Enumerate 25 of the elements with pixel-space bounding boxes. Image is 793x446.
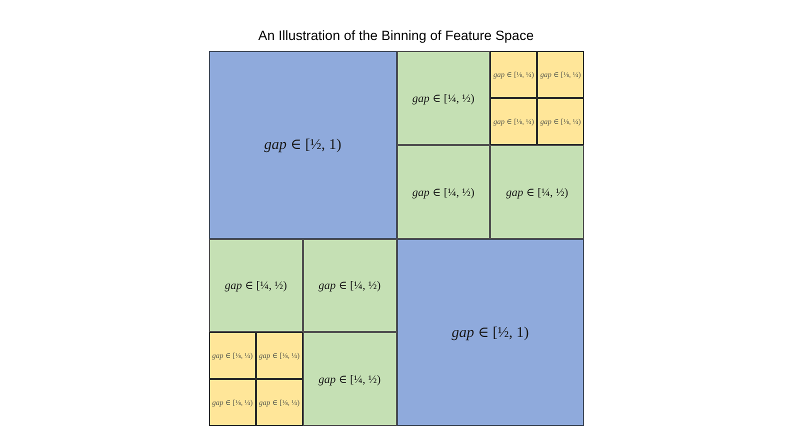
range-label: gap ∈ [¼, ½)	[318, 279, 381, 292]
bin-cell	[490, 98, 538, 145]
bin-cell	[209, 238, 303, 332]
range-label: gap ∈ [½, 1)	[452, 324, 529, 342]
bin-cell	[396, 238, 584, 426]
bin-cell	[490, 51, 538, 98]
diagram-title: An Illustration of the Binning of Feature Space	[257, 28, 535, 43]
bin-cell	[256, 332, 303, 380]
bin-cell	[537, 98, 584, 145]
bin-cell	[302, 332, 396, 426]
bin-cell	[396, 144, 490, 238]
bin-cell	[302, 238, 396, 332]
bin-cell	[490, 144, 584, 238]
range-label: gap ∈ [¼, ½)	[412, 92, 474, 105]
bin-cell	[396, 51, 490, 145]
bin-cell	[209, 379, 256, 426]
range-label: gap ∈ [¼, ½)	[506, 186, 568, 199]
bin-cell	[209, 51, 396, 238]
range-label: gap ∈ [½, 1)	[264, 136, 342, 154]
bin-cell	[209, 332, 256, 380]
range-label: gap ∈ [¼, ½)	[318, 373, 381, 386]
bin-cell	[256, 379, 303, 426]
range-label: gap ∈ [¼, ½)	[224, 279, 287, 292]
bin-cell	[537, 51, 584, 98]
range-label: gap ∈ [¼, ½)	[412, 186, 474, 199]
